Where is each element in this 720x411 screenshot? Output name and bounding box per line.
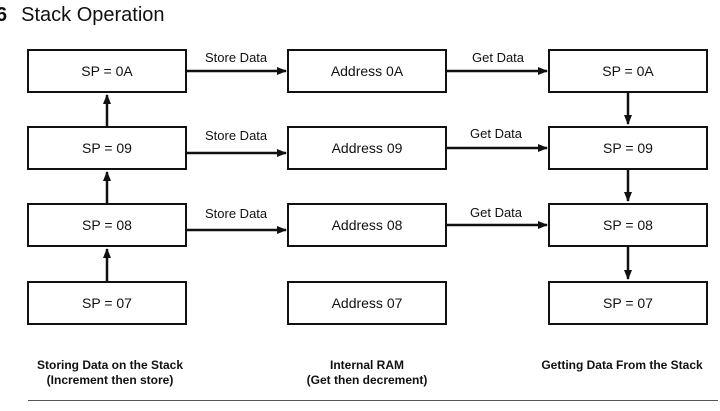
- left-box-sp-0A: SP = 0A: [27, 49, 187, 93]
- figure-title: 6 Stack Operation: [0, 4, 165, 27]
- right-box-sp-08: SP = 08: [548, 203, 708, 247]
- caption-left-line2: (Increment then store): [46, 373, 174, 387]
- caption-middle-line1: Internal RAM: [329, 358, 404, 372]
- bottom-rule: [28, 400, 718, 401]
- left-box-sp-09: SP = 09: [27, 126, 187, 170]
- figure-number: 6: [0, 4, 8, 26]
- get-data-label-0A: Get Data: [472, 50, 525, 65]
- right-box-sp-09: SP = 09: [548, 126, 708, 170]
- figure-title-text: Stack Operation: [21, 4, 165, 26]
- caption-middle-line2: (Get then decrement): [306, 373, 428, 387]
- ram-box-address-08: Address 08: [287, 203, 447, 247]
- ram-box-address-09: Address 09: [287, 126, 447, 170]
- get-data-label-09: Get Data: [470, 126, 523, 141]
- store-data-label-0A: Store Data: [205, 50, 268, 65]
- caption-right-line1: Getting Data From the Stack: [541, 358, 703, 372]
- left-box-sp-07: SP = 07: [27, 281, 187, 325]
- ram-box-address-07: Address 07: [287, 281, 447, 325]
- get-data-label-08: Get Data: [470, 205, 523, 220]
- ram-box-address-0A: Address 0A: [287, 49, 447, 93]
- store-data-label-09: Store Data: [205, 128, 268, 143]
- caption-left-line1: Storing Data on the Stack: [36, 358, 184, 372]
- caption-left: Storing Data on the Stack (Increment the…: [27, 358, 193, 388]
- left-box-sp-08: SP = 08: [27, 203, 187, 247]
- caption-right: Getting Data From the Stack: [524, 358, 720, 373]
- caption-middle: Internal RAM (Get then decrement): [287, 358, 447, 388]
- right-box-sp-07: SP = 07: [548, 281, 708, 325]
- right-box-sp-0A: SP = 0A: [548, 49, 708, 93]
- store-data-label-08: Store Data: [205, 206, 268, 221]
